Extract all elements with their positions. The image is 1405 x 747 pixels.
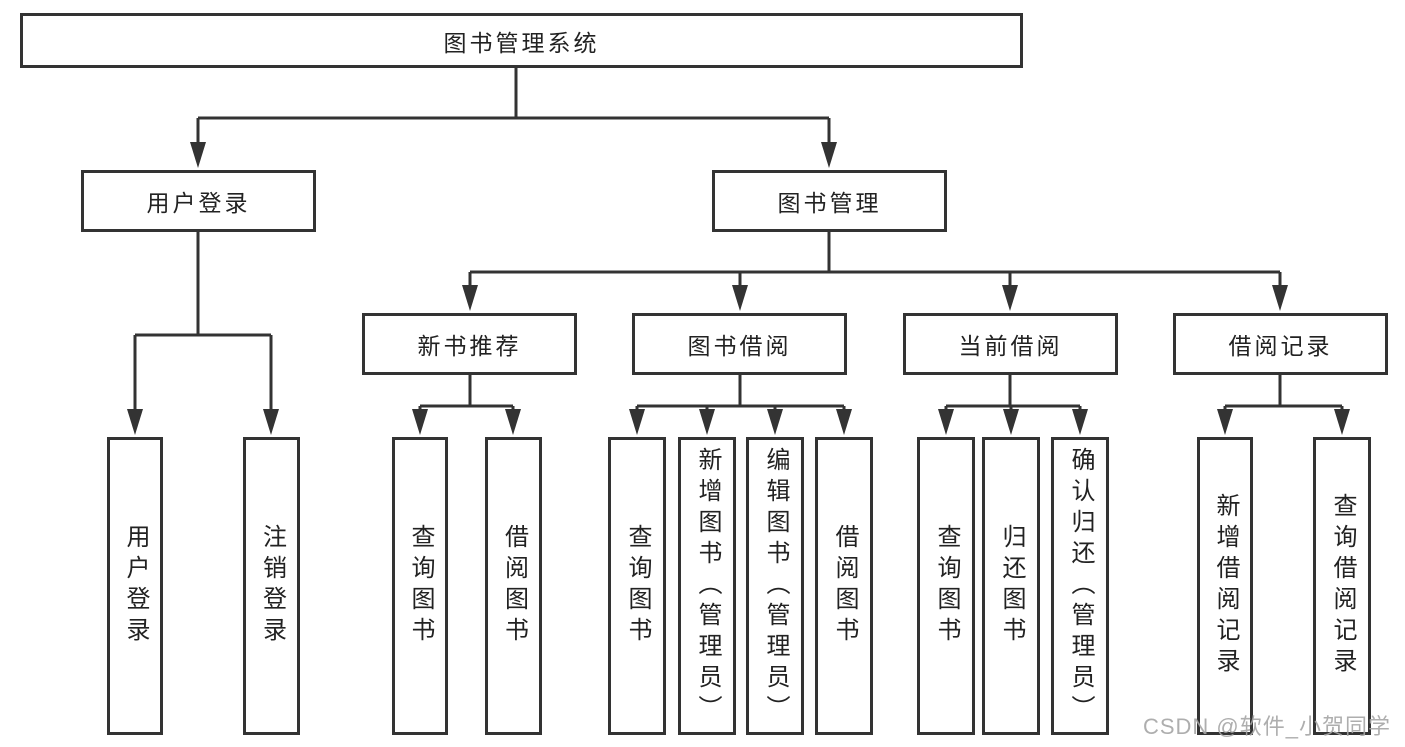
node-label: 确认归还（管理员） <box>1067 446 1094 726</box>
leaf-confirm-return-admin: 确认归还（管理员） <box>1051 437 1109 735</box>
leaf-borrow-book-1: 借阅图书 <box>485 437 542 735</box>
node-label: 查询图书 <box>407 524 434 648</box>
leaf-add-book-admin: 新增图书（管理员） <box>678 437 736 735</box>
leaf-edit-book-admin: 编辑图书（管理员） <box>746 437 804 735</box>
node-root-system: 图书管理系统 <box>20 13 1023 68</box>
node-label: 查询图书 <box>624 524 651 648</box>
node-current-borrow: 当前借阅 <box>903 313 1118 375</box>
node-label: 查询借阅记录 <box>1329 493 1356 679</box>
node-label: 新书推荐 <box>417 333 522 359</box>
node-book-borrow: 图书借阅 <box>632 313 847 375</box>
node-user-login-branch: 用户登录 <box>81 170 316 232</box>
node-label: 新增图书（管理员） <box>694 446 721 726</box>
node-label: 新增借阅记录 <box>1212 493 1239 679</box>
leaf-logout: 注销登录 <box>243 437 300 735</box>
leaf-borrow-book-2: 借阅图书 <box>815 437 873 735</box>
node-label: 注销登录 <box>258 524 286 648</box>
node-label: 图书管理 <box>777 190 882 216</box>
node-book-management: 图书管理 <box>712 170 947 232</box>
node-label: 用户登录 <box>146 190 251 216</box>
node-label: 借阅图书 <box>500 524 528 648</box>
node-label: 用户登录 <box>122 524 149 648</box>
leaf-return-book: 归还图书 <box>982 437 1040 735</box>
node-label: 归还图书 <box>998 524 1025 648</box>
node-label: 借阅图书 <box>831 524 858 648</box>
node-borrow-record: 借阅记录 <box>1173 313 1388 375</box>
leaf-add-borrow-record: 新增借阅记录 <box>1197 437 1253 735</box>
node-label: 当前借阅 <box>958 333 1063 359</box>
node-new-book-recommend: 新书推荐 <box>362 313 577 375</box>
csdn-watermark: CSDN @软件_小贺同学 <box>1142 714 1391 739</box>
node-label: 编辑图书（管理员） <box>762 446 789 726</box>
arrowheads <box>127 142 1350 435</box>
node-label: 图书借阅 <box>687 333 792 359</box>
leaf-query-borrow-record: 查询借阅记录 <box>1313 437 1371 735</box>
leaf-query-book-2: 查询图书 <box>608 437 666 735</box>
node-label: 图书管理系统 <box>443 29 600 56</box>
node-label: 借阅记录 <box>1228 333 1333 359</box>
leaf-query-book-1: 查询图书 <box>392 437 448 735</box>
leaf-user-login: 用户登录 <box>107 437 163 735</box>
node-label: 查询图书 <box>933 524 960 648</box>
leaf-query-book-3: 查询图书 <box>917 437 975 735</box>
